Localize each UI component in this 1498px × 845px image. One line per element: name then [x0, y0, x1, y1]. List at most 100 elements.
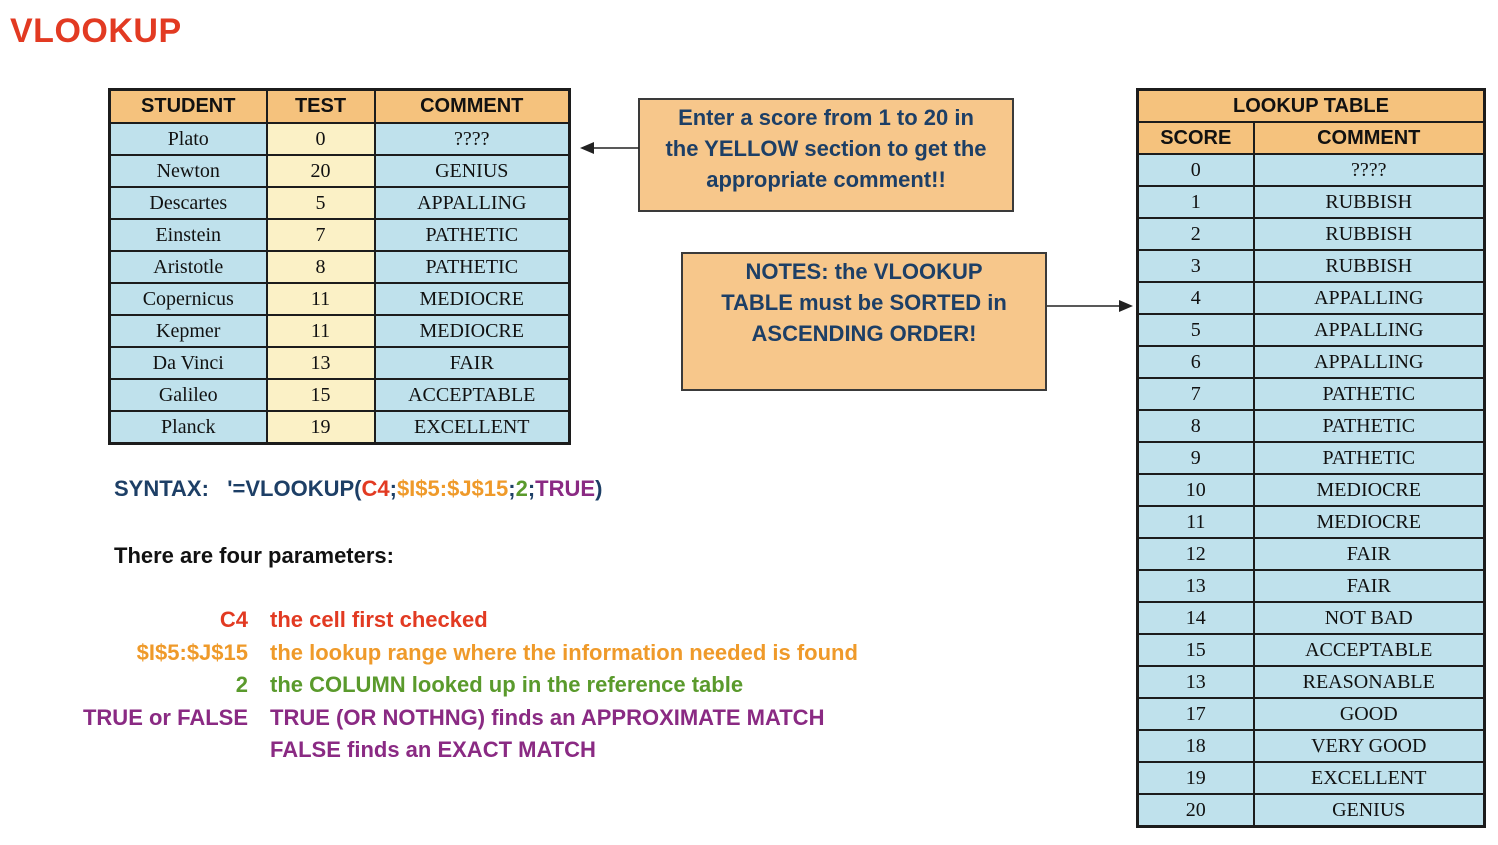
- test-score-cell[interactable]: 11: [265, 314, 376, 348]
- lookup-score-cell: 12: [1136, 537, 1255, 571]
- parameter-row: FALSE finds an EXACT MATCH: [0, 737, 1498, 767]
- test-score-cell[interactable]: 15: [265, 378, 376, 412]
- parameter-description: the lookup range where the information n…: [270, 639, 858, 665]
- syntax-separator: ;: [508, 476, 516, 501]
- syntax-prefix: '=VLOOKUP(: [227, 476, 362, 501]
- lookup-comment-cell: MEDIOCRE: [1252, 505, 1486, 539]
- student-name-cell: Planck: [108, 410, 268, 445]
- instruction-note-line: the YELLOW section to get the: [665, 136, 987, 161]
- lookup-score-cell: 11: [1136, 505, 1255, 539]
- student-name-cell: Aristotle: [108, 250, 268, 284]
- parameter-description: FALSE finds an EXACT MATCH: [270, 737, 596, 762]
- lookup-comment-cell: RUBBISH: [1252, 217, 1486, 251]
- comment-cell: GENIUS: [373, 154, 571, 188]
- comment-cell: APPALLING: [373, 186, 571, 220]
- test-score-cell[interactable]: 5: [265, 186, 376, 220]
- lookup-score-cell: 3: [1136, 249, 1255, 283]
- test-score-cell[interactable]: 0: [265, 122, 376, 156]
- column-header-student: STUDENT: [108, 88, 268, 124]
- test-score-cell[interactable]: 20: [265, 154, 376, 188]
- lookup-score-cell: 17: [1136, 697, 1255, 731]
- syntax-arg-cell: C4: [361, 476, 390, 501]
- column-header-test: TEST: [265, 88, 376, 124]
- lookup-row: 0????: [1136, 153, 1486, 187]
- column-header-score: SCORE: [1136, 121, 1255, 155]
- test-score-cell[interactable]: 19: [265, 410, 376, 445]
- column-header-comment: COMMENT: [1252, 121, 1486, 155]
- lookup-score-cell: 9: [1136, 441, 1255, 475]
- lookup-comment-cell: MEDIOCRE: [1252, 473, 1486, 507]
- student-name-cell: Copernicus: [108, 282, 268, 316]
- lookup-comment-cell: APPALLING: [1252, 345, 1486, 379]
- parameter-description: the cell first checked: [270, 607, 488, 632]
- student-name-cell: Einstein: [108, 218, 268, 252]
- test-score-cell[interactable]: 7: [265, 218, 376, 252]
- test-score-cell[interactable]: 13: [265, 346, 376, 380]
- lookup-score-cell: 14: [1136, 601, 1255, 635]
- page-title: VLOOKUP: [10, 12, 182, 50]
- lookup-score-cell: 18: [1136, 729, 1255, 763]
- comment-cell: ACCEPTABLE: [373, 378, 571, 412]
- lookup-table-header-row: SCORE COMMENT: [1136, 121, 1486, 155]
- lookup-comment-cell: PATHETIC: [1252, 409, 1486, 443]
- lookup-comment-cell: ????: [1252, 153, 1486, 187]
- parameter-description: the COLUMN looked up in the reference ta…: [270, 672, 744, 697]
- instruction-note-line: Enter a score from 1 to 20 in: [678, 105, 974, 130]
- lookup-comment-cell: EXCELLENT: [1252, 761, 1486, 795]
- syntax-arg-column: 2: [515, 476, 528, 501]
- parameter-key: 2: [235, 672, 248, 697]
- comment-cell: MEDIOCRE: [373, 314, 571, 348]
- lookup-table-title: LOOKUP TABLE: [1136, 88, 1486, 123]
- syntax-suffix: ): [595, 476, 603, 501]
- instruction-note: Enter a score from 1 to 20 in the YELLOW…: [638, 98, 1014, 212]
- arrow-right-icon: [1047, 300, 1133, 312]
- syntax-arg-match: TRUE: [535, 476, 596, 501]
- lookup-comment-cell: REASONABLE: [1252, 665, 1486, 699]
- lookup-score-cell: 5: [1136, 313, 1255, 347]
- syntax-separator: ;: [389, 476, 397, 501]
- lookup-comment-cell: ACCEPTABLE: [1252, 633, 1486, 667]
- sorting-note: NOTES: the VLOOKUP TABLE must be SORTED …: [681, 252, 1047, 391]
- student-table-header-row: STUDENT TEST COMMENT: [108, 88, 571, 124]
- lookup-comment-cell: FAIR: [1252, 537, 1486, 571]
- lookup-score-cell: 1: [1136, 185, 1255, 219]
- lookup-score-cell: 13: [1136, 569, 1255, 603]
- lookup-comment-cell: PATHETIC: [1252, 441, 1486, 475]
- lookup-table-title-row: LOOKUP TABLE: [1136, 88, 1486, 123]
- lookup-score-cell: 2: [1136, 217, 1255, 251]
- sorting-note-line: NOTES: the VLOOKUP: [745, 259, 983, 284]
- student-name-cell: Newton: [108, 154, 268, 188]
- test-score-cell[interactable]: 11: [265, 282, 376, 316]
- lookup-comment-cell: RUBBISH: [1252, 249, 1486, 283]
- parameter-key: $I$5:$J$15: [136, 639, 248, 665]
- lookup-comment-cell: RUBBISH: [1252, 185, 1486, 219]
- student-name-cell: Da Vinci: [108, 346, 268, 380]
- comment-cell: FAIR: [373, 346, 571, 380]
- test-score-cell[interactable]: 8: [265, 250, 376, 284]
- arrow-left-icon: [580, 142, 639, 154]
- lookup-comment-cell: FAIR: [1252, 569, 1486, 603]
- lookup-comment-cell: PATHETIC: [1252, 377, 1486, 411]
